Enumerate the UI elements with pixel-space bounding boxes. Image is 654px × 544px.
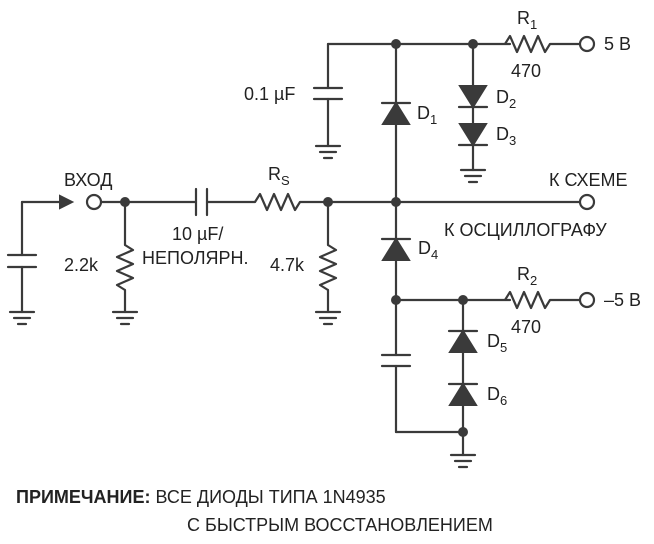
diode-d5	[447, 329, 479, 353]
diode-d6	[447, 382, 479, 406]
label-to-scope: К ОСЦИЛЛОГРАФУ	[444, 220, 607, 240]
label-d6: D6	[487, 384, 507, 408]
ground-symbol	[314, 144, 342, 160]
note-line-1: ПРИМЕЧАНИЕ: ВСЕ ДИОДЫ ТИПА 1N4935	[16, 487, 386, 508]
diode-d4	[380, 237, 412, 261]
junction-dot	[458, 427, 468, 437]
label-to-circuit: К СХЕМЕ	[549, 170, 628, 190]
label-r2: R2	[517, 264, 537, 288]
plus-supply-terminal	[578, 35, 596, 53]
resistor-rs	[254, 192, 301, 212]
label-r-load: 4.7k	[270, 255, 305, 275]
label-plus-supply: 5 В	[604, 34, 631, 54]
label-c-bypass: 0.1 µF	[244, 84, 295, 104]
label-r1-value: 470	[511, 61, 541, 81]
ground-symbol	[449, 453, 477, 469]
label-rs: RS	[268, 164, 290, 188]
label-c-coupling-2: НЕПОЛЯРН.	[142, 248, 249, 268]
diode-d3	[457, 123, 489, 147]
coupling-capacitor	[194, 187, 209, 217]
label-d2: D2	[496, 87, 516, 111]
resistor-r1	[504, 34, 551, 54]
label-r2-value: 470	[511, 317, 541, 337]
resistor-4.7k	[318, 244, 338, 291]
diode-d2	[457, 85, 489, 109]
ground-symbol	[314, 310, 342, 326]
label-d3: D3	[496, 124, 516, 148]
note-line-2: С БЫСТРЫМ ВОССТАНОВЛЕНИЕМ	[187, 515, 493, 535]
resistor-2.2k	[115, 244, 135, 291]
resistor-r2	[504, 290, 551, 310]
ground-symbol	[111, 310, 139, 326]
label-d1: D1	[417, 103, 437, 127]
note-text-1: ВСЕ ДИОДЫ ТИПА 1N4935	[150, 487, 386, 507]
label-minus-supply: –5 В	[604, 290, 641, 310]
diode-d1	[380, 101, 412, 125]
ground-symbol	[459, 168, 487, 184]
label-d4: D4	[418, 238, 438, 262]
label-r-in: 2.2k	[64, 255, 99, 275]
ground-symbol	[8, 310, 36, 326]
input-terminal	[85, 193, 103, 211]
output-terminal-circuit	[578, 193, 596, 211]
note-prefix: ПРИМЕЧАНИЕ:	[16, 487, 151, 507]
bypass-capacitor-lower	[380, 353, 412, 368]
minus-supply-terminal	[578, 291, 596, 309]
input-signal-source	[6, 194, 75, 314]
label-input: ВХОД	[64, 170, 112, 190]
label-r1: R1	[517, 8, 537, 32]
label-c-coupling-1: 10 µF/	[172, 224, 223, 244]
label-d5: D5	[487, 331, 507, 355]
bypass-capacitor	[312, 86, 344, 101]
